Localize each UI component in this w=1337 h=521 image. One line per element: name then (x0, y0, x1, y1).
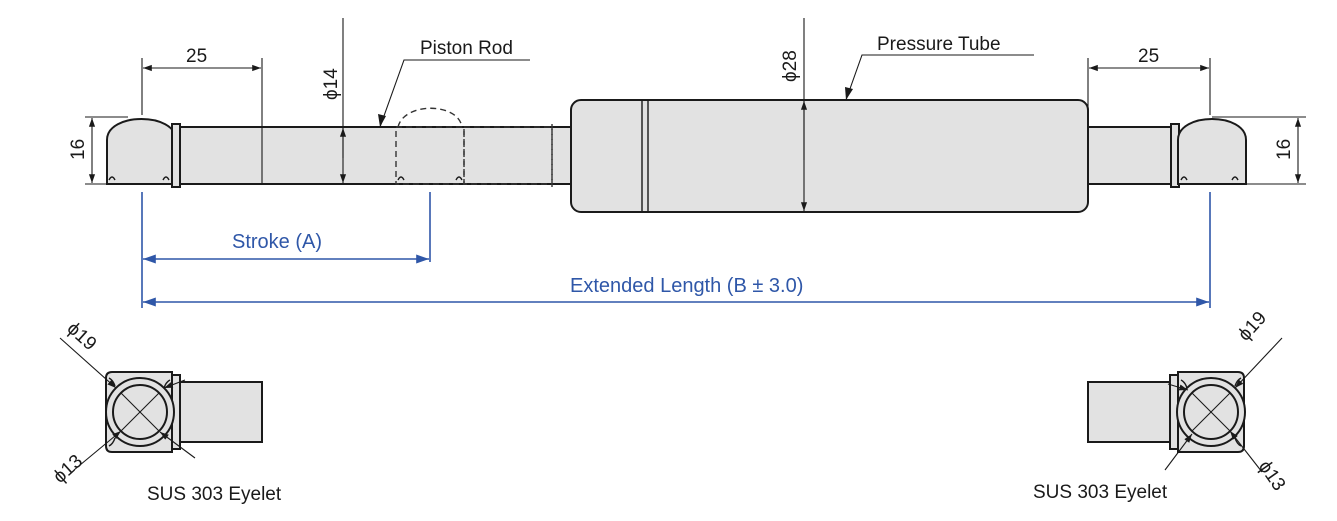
right-eyelet-length-dimension: 25 (1087, 46, 1211, 127)
stroke-dimension: Stroke (A) (141, 192, 431, 308)
right-eyelet-inner-diameter: ϕ13 (1254, 457, 1289, 495)
right-eyelet-height-label: 16 (1274, 139, 1295, 160)
stroke-label: Stroke (A) (232, 231, 322, 253)
right-eyelet-detail: ϕ19 ϕ13 SUS 303 Eyelet (1033, 308, 1289, 503)
pressure-tube-callout: Pressure Tube (845, 34, 1034, 101)
rod-diameter-label: ϕ14 (321, 68, 342, 100)
right-eyelet-outer-diameter: ϕ19 (1234, 308, 1271, 346)
left-eyelet-length-dimension: 25 (141, 46, 263, 127)
extended-length-label: Extended Length (B ± 3.0) (570, 275, 803, 297)
piston-rod-callout: Piston Rod (378, 38, 530, 128)
right-end-fitting (1087, 126, 1176, 185)
left-eyelet-inner-diameter: ϕ13 (49, 451, 87, 488)
piston-rod-label: Piston Rod (420, 38, 513, 59)
left-eyelet (106, 118, 177, 185)
right-eyelet (1177, 118, 1247, 185)
extended-length-dimension: Extended Length (B ± 3.0) (143, 192, 1211, 308)
right-eyelet-caption: SUS 303 Eyelet (1033, 482, 1168, 503)
gas-spring-side-view (106, 99, 1247, 213)
piston-rod (177, 126, 573, 185)
rod-diameter-dimension: ϕ14 (321, 18, 347, 183)
left-eyelet-length-label: 25 (186, 46, 207, 67)
right-eyelet-length-label: 25 (1138, 46, 1159, 67)
right-eyelet-height-dimension: 16 (1212, 116, 1306, 185)
left-eyelet-height-label: 16 (68, 139, 89, 160)
left-eyelet-detail: ϕ19 ϕ13 SUS 303 Eyelet (49, 318, 282, 505)
left-eyelet-caption: SUS 303 Eyelet (147, 484, 282, 505)
left-eyelet-height-dimension: 16 (68, 116, 128, 185)
left-eyelet-outer-diameter: ϕ19 (63, 318, 101, 355)
stroke-end-ghost (395, 107, 553, 187)
pressure-tube-label: Pressure Tube (877, 34, 1001, 55)
tube-diameter-label: ϕ28 (780, 50, 801, 82)
tube-diameter-dimension: ϕ28 (780, 18, 808, 211)
